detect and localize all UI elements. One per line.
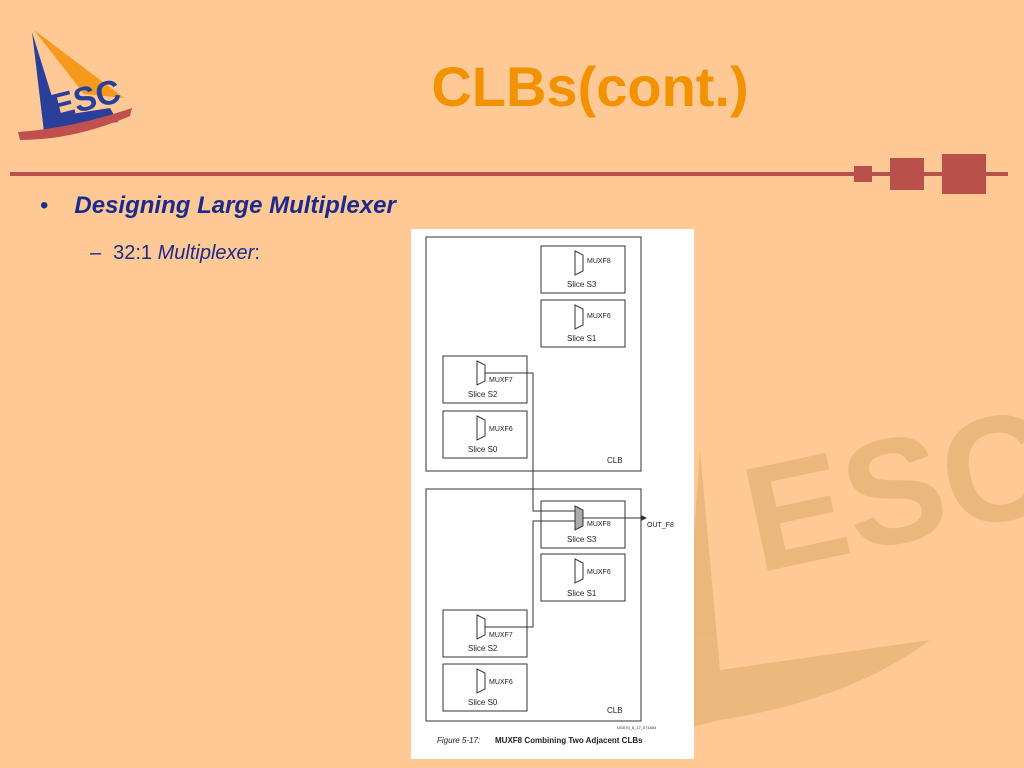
svg-text:MUXF7: MUXF7	[489, 377, 513, 384]
svg-text:MUXF8: MUXF8	[587, 258, 611, 265]
svg-text:Slice S2: Slice S2	[468, 644, 498, 653]
svg-text:Slice S0: Slice S0	[468, 698, 498, 707]
bullet-level2: – 32:1 Multiplexer:	[90, 242, 260, 265]
svg-text:MUXF8 Combining Two Adjacent C: MUXF8 Combining Two Adjacent CLBs	[495, 736, 643, 745]
slide-title: CLBs(cont.)	[431, 55, 749, 118]
svg-text:OUT_F8: OUT_F8	[647, 522, 674, 529]
muxf8-figure: MUXF8 Slice S3 MUXF6 Slice S1 MUXF7 Slic…	[411, 229, 694, 759]
svg-text:MUXF6: MUXF6	[587, 313, 611, 320]
svg-text:MUXF6: MUXF6	[587, 569, 611, 576]
svg-text:UG070_5_17_071604: UG070_5_17_071604	[617, 725, 657, 730]
svg-text:Slice S3: Slice S3	[567, 535, 597, 544]
svg-text:MUXF6: MUXF6	[489, 426, 513, 433]
svg-text:Slice S3: Slice S3	[567, 280, 597, 289]
svg-text:CLB: CLB	[607, 706, 623, 715]
svg-text:Slice S1: Slice S1	[567, 334, 597, 343]
svg-text:Slice S0: Slice S0	[468, 445, 498, 454]
svg-text:Figure 5-17:: Figure 5-17:	[437, 736, 480, 745]
bullet-text: Designing Large Multiplexer	[74, 192, 396, 219]
esc-logo: ESC	[18, 30, 132, 140]
svg-text:MUXF6: MUXF6	[489, 679, 513, 686]
sub-bullet-marker: –	[90, 242, 102, 264]
esc-watermark: ESC	[680, 376, 1024, 730]
svg-text:CLB: CLB	[607, 456, 623, 465]
bullet-marker: •	[40, 192, 49, 219]
bullet-level1: • Designing Large Multiplexer	[40, 192, 396, 220]
sub-bullet-text: 32:1 Multiplexer:	[113, 242, 260, 264]
svg-text:MUXF7: MUXF7	[489, 632, 513, 639]
svg-text:Slice S2: Slice S2	[468, 390, 498, 399]
svg-text:Slice S1: Slice S1	[567, 589, 597, 598]
svg-text:MUXF8: MUXF8	[587, 521, 611, 528]
svg-text:ESC: ESC	[730, 376, 1024, 604]
title-divider	[10, 154, 1008, 194]
